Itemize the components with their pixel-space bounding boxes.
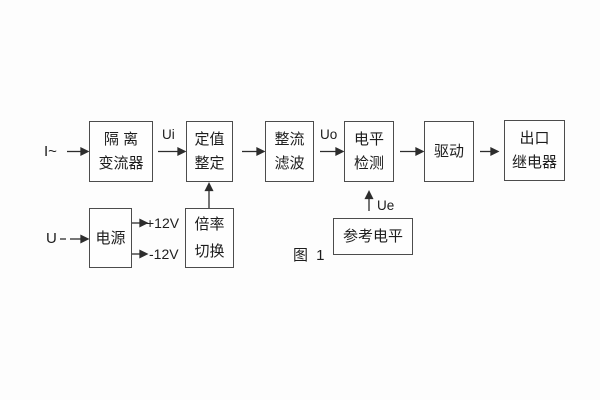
block-drive: 驱动 — [424, 121, 474, 182]
label-input-current: I~ — [44, 143, 57, 160]
block-rectifier-filter: 整流 滤波 — [265, 121, 314, 182]
arrowhead-ratio-to-setting — [204, 182, 214, 192]
block-setting-adjustment: 定值 整定 — [186, 121, 233, 182]
block-rectify-line2: 滤波 — [274, 155, 305, 172]
block-output-relay: 出口 继电器 — [504, 120, 565, 181]
figure-caption: 图 1 — [293, 247, 327, 264]
block-ratio-line2: 切换 — [194, 243, 225, 260]
arrowhead-setting-to-rectify — [256, 146, 266, 157]
label-ue: Ue — [377, 198, 395, 213]
arrowhead-ui — [177, 146, 187, 157]
block-drive-label: 驱动 — [433, 143, 464, 160]
arrowhead-drive-to-output — [490, 146, 500, 157]
arrowhead-uo — [335, 146, 345, 157]
label-uo: Uo — [320, 127, 338, 142]
arrowhead-plus12v — [139, 218, 149, 228]
block-setting-line2: 整定 — [194, 155, 225, 172]
block-ratio-switch: 倍率 切换 — [185, 208, 234, 268]
block-power-supply: 电源 — [89, 208, 132, 268]
label-plus12v: +12V — [146, 215, 180, 231]
arrowhead-u-to-power — [80, 234, 90, 244]
block-isolation-line2: 变流器 — [98, 155, 144, 172]
block-power-label: 电源 — [95, 229, 126, 247]
block-reference-label: 参考电平 — [342, 228, 403, 245]
block-ratio-line1: 倍率 — [194, 216, 225, 233]
block-level-line1: 电平 — [353, 131, 384, 148]
block-output-line1: 出口 — [519, 130, 550, 147]
block-output-line2: 继电器 — [511, 154, 557, 171]
label-input-voltage: U — [46, 230, 57, 247]
arrowhead-level-to-drive — [415, 146, 425, 157]
block-reference-level: 参考电平 — [333, 218, 413, 255]
arrowhead-i-to-isolation — [80, 146, 90, 157]
label-minus12v: -12V — [149, 246, 179, 262]
arrowhead-ue — [364, 190, 374, 200]
block-isolation-line1: 隔 离 — [103, 131, 139, 148]
block-isolation-transformer: 隔 离 变流器 — [89, 121, 153, 182]
block-rectify-line1: 整流 — [274, 131, 305, 148]
label-ui: Ui — [162, 127, 175, 142]
arrowhead-minus12v — [139, 249, 149, 259]
block-level-detection: 电平 检测 — [344, 121, 394, 182]
block-setting-line1: 定值 — [194, 131, 225, 148]
block-level-line2: 检测 — [353, 155, 384, 172]
